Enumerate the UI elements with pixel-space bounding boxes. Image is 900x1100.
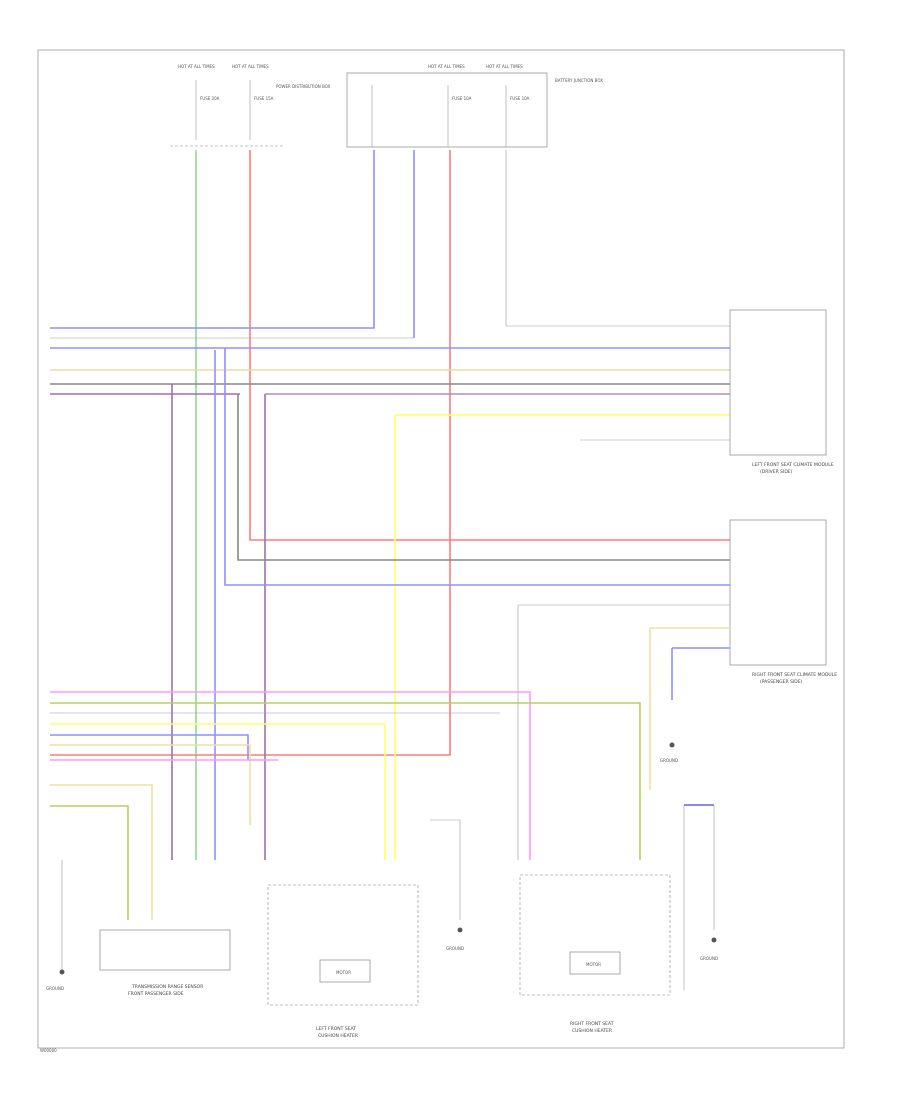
fuse-name-1: FUSE 20A [200, 96, 220, 101]
transmission-title: TRANSMISSION RANGE SENSOR [131, 984, 203, 990]
wire-gray-top [505, 150, 730, 327]
transmission-sub: FRONT PASSENGER SIDE [128, 991, 184, 997]
fuse-name-2: FUSE 15A [254, 96, 274, 101]
wire-red-right [50, 150, 451, 756]
ground-label-1: GROUND [46, 986, 64, 991]
diagram-frame [37, 49, 845, 1049]
ground-symbol-right2 [711, 937, 717, 943]
right-cushion-sub: CUSHION HEATER [572, 1028, 612, 1034]
motor-label-2: MOTOR [586, 962, 601, 967]
right-seat-cushion: MOTOR RIGHT FRONT SEAT CUSHION HEATER [519, 874, 671, 1034]
right-module-sub: (PASSENGER SIDE) [760, 679, 803, 685]
footer-code: W00000 [40, 1048, 57, 1053]
ground-symbol-right [669, 742, 675, 748]
fuse-group-left: HOT AT ALL TIMES HOT AT ALL TIMES FUSE 2… [170, 64, 331, 147]
wire-ground-mid [430, 819, 461, 920]
ground-label-2: GROUND [446, 946, 464, 951]
fuse-header-4: HOT AT ALL TIMES [486, 64, 523, 69]
left-module-sub: (DRIVER SIDE) [760, 469, 793, 475]
fuse-name-3: FUSE 10A [452, 96, 472, 101]
left-cushion-sub: CUSHION HEATER [318, 1033, 358, 1039]
fuse-header-2: HOT AT ALL TIMES [232, 64, 269, 69]
left-cushion-title: LEFT FRONT SEAT [316, 1026, 356, 1032]
left-seat-module: LEFT FRONT SEAT CLIMATE MODULE (DRIVER S… [729, 309, 834, 475]
fuse-header-3: HOT AT ALL TIMES [428, 64, 465, 69]
left-module-title: LEFT FRONT SEAT CLIMATE MODULE [752, 462, 834, 468]
right-cushion-title: RIGHT FRONT SEAT [570, 1021, 614, 1027]
ground-symbol-mid [457, 927, 463, 933]
fuse-name-4: FUSE 10A [510, 96, 530, 101]
transmission-sensor: TRANSMISSION RANGE SENSOR FRONT PASSENGE… [99, 929, 231, 997]
wire-tan-3 [50, 784, 153, 920]
wire-olive-2 [50, 805, 129, 920]
wire-red-trunk [249, 150, 730, 541]
wire-tan-lower [50, 744, 251, 825]
battery-junction-box [346, 72, 548, 148]
left-seat-cushion: MOTOR LEFT FRONT SEAT CUSHION HEATER [267, 884, 419, 1039]
wire-blue-lower [224, 348, 730, 586]
right-panel-label: BATTERY JUNCTION BOX [555, 78, 603, 83]
wire-pink [50, 691, 531, 860]
right-module-title: RIGHT FRONT SEAT CLIMATE MODULE [752, 672, 837, 678]
wire-blue-lower2 [50, 734, 249, 760]
wire-yellow-lower [50, 723, 386, 860]
ground-label-3: GROUND [660, 758, 678, 763]
fuse-header-1: HOT AT ALL TIMES [178, 64, 215, 69]
fuse-group-right: HOT AT ALL TIMES HOT AT ALL TIMES FUSE 1… [346, 64, 603, 148]
motor-label-1: MOTOR [336, 970, 351, 975]
wire-blue-top [50, 150, 375, 329]
wire-olive [50, 702, 641, 860]
right-seat-module: RIGHT FRONT SEAT CLIMATE MODULE (PASSENG… [729, 519, 837, 685]
ground-symbol-left [59, 969, 65, 975]
ground-label-4: GROUND [700, 956, 718, 961]
wire-gray-lower [237, 394, 730, 561]
left-panel-label: POWER DISTRIBUTION BOX [276, 84, 331, 89]
